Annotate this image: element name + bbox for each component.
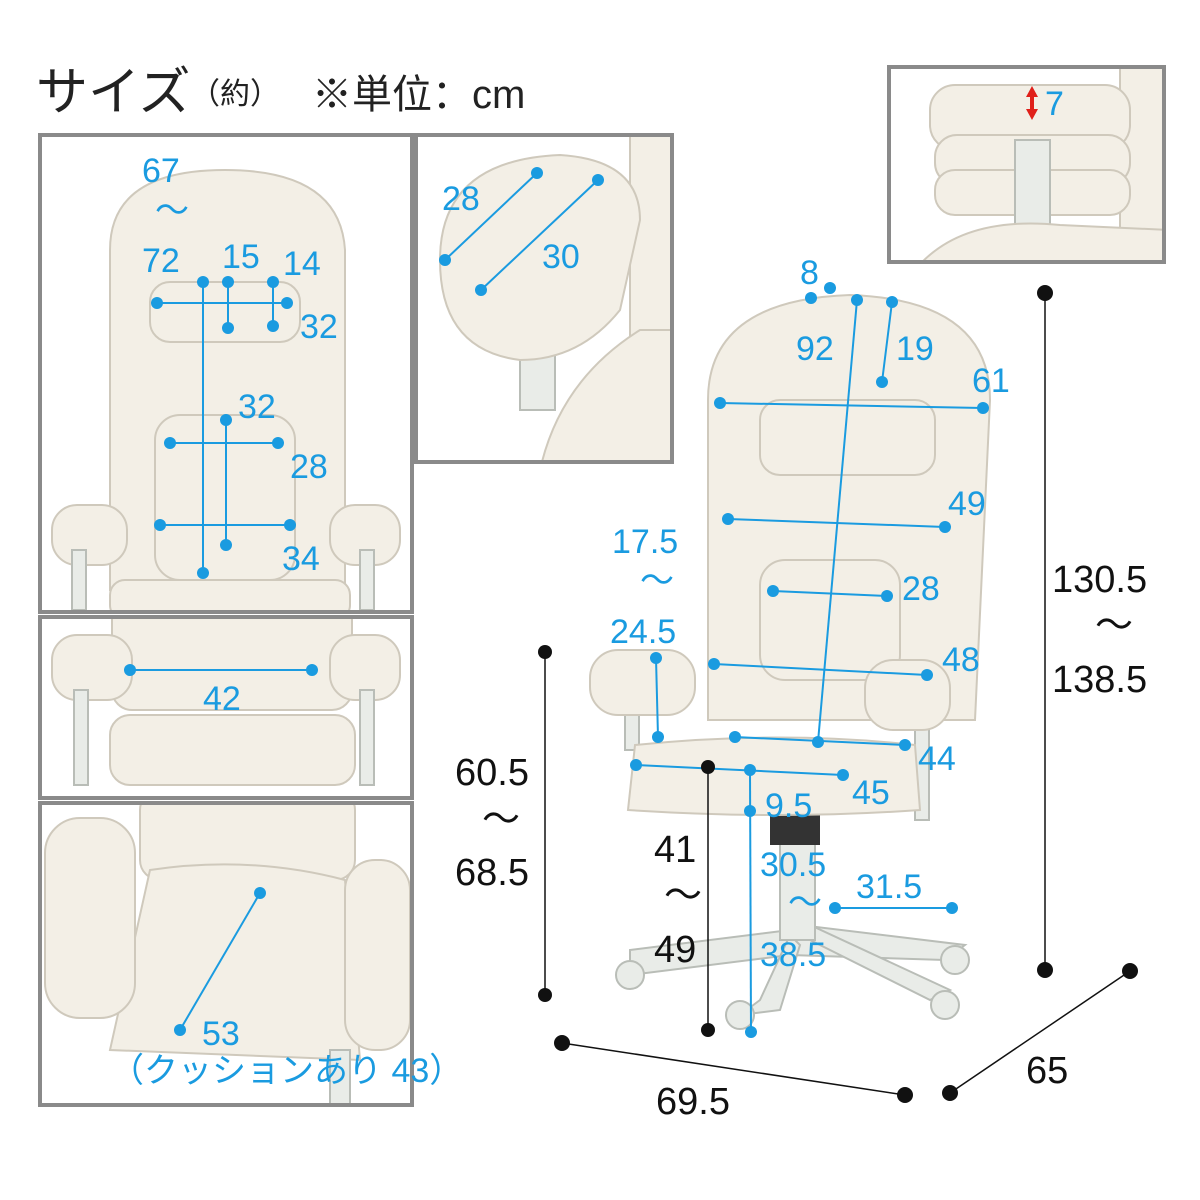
double-arrow-icon: [1026, 86, 1038, 120]
seat-depth: 53: [202, 1015, 240, 1053]
tilde: 〜: [155, 192, 189, 230]
dim-15: 15: [222, 238, 260, 276]
overall-width: 69.5: [656, 1081, 730, 1123]
headrest-side-28: 28: [442, 180, 480, 218]
lumbar-bottom: 34: [282, 540, 320, 578]
seat-tilde: 〜: [788, 884, 822, 922]
overall-depth: 65: [1026, 1050, 1068, 1092]
seat-width-front: 45: [852, 774, 890, 812]
arm-gap: 42: [203, 680, 241, 718]
title-unit: ※単位：cm: [312, 73, 525, 117]
panel-headrest-side: 28 30: [414, 133, 674, 464]
lumbar-height: 32: [238, 388, 276, 426]
back-mid-width: 49: [948, 485, 986, 523]
arm-height-max: 24.5: [610, 613, 676, 651]
main-dimension-lines: [630, 282, 989, 1038]
seat-thickness: 9.5: [765, 787, 812, 825]
seat-floor-tilde: 〜: [664, 875, 702, 917]
title-main: サイズ: [36, 64, 190, 122]
arm-floor-min: 60.5: [455, 752, 529, 794]
seat-height-min: 30.5: [760, 846, 826, 884]
title-approx: （約）: [190, 78, 280, 111]
headrest-width-max: 72: [142, 242, 180, 280]
headrest-side-30: 30: [542, 238, 580, 276]
head-depth: 19: [896, 330, 934, 368]
main-chair: [589, 293, 992, 1030]
dim-14: 14: [283, 245, 321, 283]
back-top-width: 61: [972, 362, 1010, 400]
seat-floor-min: 41: [654, 829, 696, 871]
seat-width-back: 44: [918, 740, 956, 778]
arm-tilde: 〜: [640, 562, 674, 600]
headrest-width-min: 67: [142, 152, 180, 190]
seat-depth-note: （クッションあり 43）: [110, 1052, 463, 1090]
headrest-gap: 8: [800, 254, 819, 292]
lumbar-width: 28: [290, 448, 328, 486]
overall-dimension-lines: [538, 285, 1138, 1103]
seat-height-max: 38.5: [760, 936, 826, 974]
dim-32-head: 32: [300, 308, 338, 346]
arm-floor-max: 68.5: [455, 852, 529, 894]
total-height-min: 130.5: [1052, 559, 1147, 601]
arm-height-min: 17.5: [612, 523, 678, 561]
seat-floor-max: 49: [654, 929, 696, 971]
panel-seat: 53 （クッションあり 43）: [38, 801, 463, 1107]
panel-armpad: 7: [887, 65, 1166, 264]
back-height: 92: [796, 330, 834, 368]
base-radius: 31.5: [856, 868, 922, 906]
total-height-max: 138.5: [1052, 659, 1147, 701]
armpad-thickness: 7: [1045, 85, 1064, 123]
total-tilde: 〜: [1095, 605, 1133, 647]
back-low-width: 48: [942, 641, 980, 679]
arm-floor-tilde: 〜: [482, 799, 520, 841]
main-lumbar-width: 28: [902, 570, 940, 608]
panel-headrest-front: 67 〜 72 15 14 32 32 28 34: [38, 133, 414, 614]
panel-armrest: 42: [38, 615, 414, 800]
